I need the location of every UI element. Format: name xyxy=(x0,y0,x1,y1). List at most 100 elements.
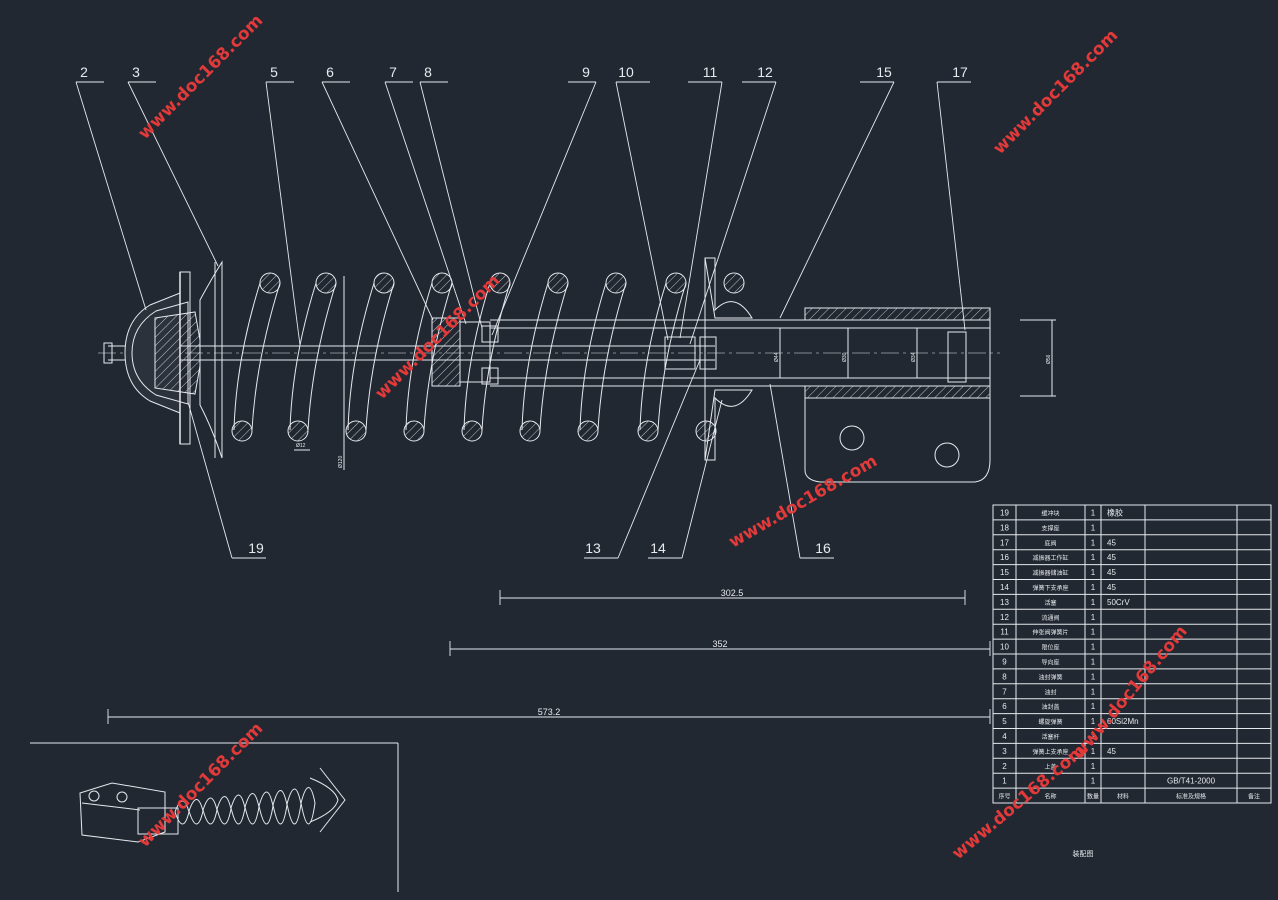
spring-coil-section xyxy=(605,272,627,294)
spring-coil-section xyxy=(259,272,281,294)
bom-cell-qty: 1 xyxy=(1091,538,1096,547)
bom-cell-qty: 1 xyxy=(1091,732,1096,741)
bom-cell-name: 支撑座 xyxy=(1041,524,1059,532)
dimension-lines xyxy=(107,590,991,724)
bom-cell-qty: 1 xyxy=(1091,702,1096,711)
dim-piston: Ø34 xyxy=(911,352,917,362)
bom-cell-qty: 1 xyxy=(1091,553,1096,562)
callout-leaders xyxy=(75,81,971,559)
bom-cell-no: 10 xyxy=(1000,643,1009,652)
bom-cell-no: 14 xyxy=(1000,583,1009,592)
dim-spring-od: Ø120 xyxy=(338,456,344,468)
inset-spring-coil xyxy=(300,787,316,825)
watermark-text: www.doc168.com xyxy=(726,451,881,552)
spring-coil-section xyxy=(519,420,541,442)
callout-number-7: 7 xyxy=(389,64,397,80)
spring-coil-line xyxy=(307,282,337,431)
bom-cell-no: 4 xyxy=(1002,732,1007,741)
callout-number-5: 5 xyxy=(270,64,278,80)
callout-number-13: 13 xyxy=(585,540,601,556)
bom-cell-material: 45 xyxy=(1107,553,1116,562)
spring-coil-line xyxy=(463,282,491,431)
spring-coil-line xyxy=(233,282,261,431)
bom-cell-material: 50CrV xyxy=(1107,598,1130,607)
bom-header-standard: 标准及规格 xyxy=(1176,793,1206,801)
top-mount xyxy=(124,260,223,459)
callout-leader xyxy=(681,399,723,559)
piston-rod xyxy=(98,342,1000,364)
dim-bore: Ø30 xyxy=(842,352,848,362)
bom-cell-name: 伸张阀弹簧片 xyxy=(1032,629,1068,637)
bom-cell-qty: 1 xyxy=(1091,568,1096,577)
spring-coil-section xyxy=(231,420,253,442)
bom-cell-no: 5 xyxy=(1002,717,1007,726)
watermark-text: www.doc168.com xyxy=(134,719,267,852)
callout-leader xyxy=(615,81,669,341)
bom-cell-qty: 1 xyxy=(1091,628,1096,637)
callout-number-11: 11 xyxy=(703,64,718,80)
callout-leader xyxy=(127,81,219,267)
inset-spring-coil xyxy=(272,790,288,825)
spring-coil-section xyxy=(403,420,425,442)
spring-coil-line xyxy=(405,282,433,431)
callout-leader xyxy=(679,81,723,339)
callout-leader xyxy=(384,81,467,325)
callout-leader xyxy=(75,81,147,311)
watermark-text: www.doc168.com xyxy=(948,741,1089,864)
callout-leader xyxy=(265,81,301,346)
callout-number-8: 8 xyxy=(424,64,432,80)
bom-cell-no: 6 xyxy=(1002,702,1007,711)
bom-cell-qty: 1 xyxy=(1091,509,1096,518)
cylinder-assembly xyxy=(294,257,1056,483)
bom-header-material: 材料 xyxy=(1117,793,1129,801)
bom-header-no: 序号 xyxy=(998,793,1010,801)
spring-coil-section xyxy=(373,272,395,294)
inset-spring-coil xyxy=(244,793,260,825)
bom-cell-qty: 1 xyxy=(1091,762,1096,771)
bom-cell-no: 16 xyxy=(1000,553,1009,562)
bom-cell-no: 7 xyxy=(1002,687,1007,696)
bom-cell-name: 流通阀 xyxy=(1041,614,1059,622)
bom-cell-no: 1 xyxy=(1002,777,1007,786)
bom-cell-qty: 1 xyxy=(1091,672,1096,681)
bom-cell-name: 减振器储油缸 xyxy=(1032,569,1068,577)
callout-leader xyxy=(769,383,801,559)
bom-cell-name: 底阀 xyxy=(1044,539,1056,547)
callout-leader xyxy=(419,81,483,329)
spring-coil-section xyxy=(547,272,569,294)
callout-number-14: 14 xyxy=(650,540,666,556)
bom-cell-qty: 1 xyxy=(1091,777,1096,786)
spring-coil-line xyxy=(481,282,511,431)
inset-view xyxy=(30,742,399,892)
callout-leader xyxy=(689,81,777,345)
spring-coil-section xyxy=(315,272,337,294)
drawing-geometry xyxy=(30,257,1272,892)
callout-number-16: 16 xyxy=(815,540,831,556)
spring-coil-section xyxy=(287,420,309,442)
callout-leader xyxy=(321,81,434,321)
spring-coil-section xyxy=(431,272,453,294)
bom-cell-qty: 1 xyxy=(1091,717,1096,726)
bom-cell-no: 15 xyxy=(1000,568,1009,577)
callout-number-12: 12 xyxy=(757,64,773,80)
bom-cell-qty: 1 xyxy=(1091,598,1096,607)
bom-cell-no: 13 xyxy=(1000,598,1009,607)
spring-coil-line xyxy=(365,282,395,431)
spring-coil-section xyxy=(345,420,367,442)
spring-coil-section xyxy=(665,272,687,294)
spring-coil-line xyxy=(657,282,687,431)
inset-spring-coil xyxy=(216,796,232,825)
bom-cell-no: 18 xyxy=(1000,523,1009,532)
spring-coil-line xyxy=(521,282,549,431)
callout-leader xyxy=(936,81,966,331)
spring-coil-line xyxy=(597,282,627,431)
bom-cell-qty: 1 xyxy=(1091,747,1096,756)
dim-label-573-2: 573.2 xyxy=(538,707,561,717)
callout-number-3: 3 xyxy=(132,64,140,80)
bom-cell-material: 45 xyxy=(1107,568,1116,577)
bom-cell-name: 上盖 xyxy=(1044,763,1056,771)
spring-coil-line xyxy=(639,282,667,431)
bom-cell-qty: 1 xyxy=(1091,643,1096,652)
